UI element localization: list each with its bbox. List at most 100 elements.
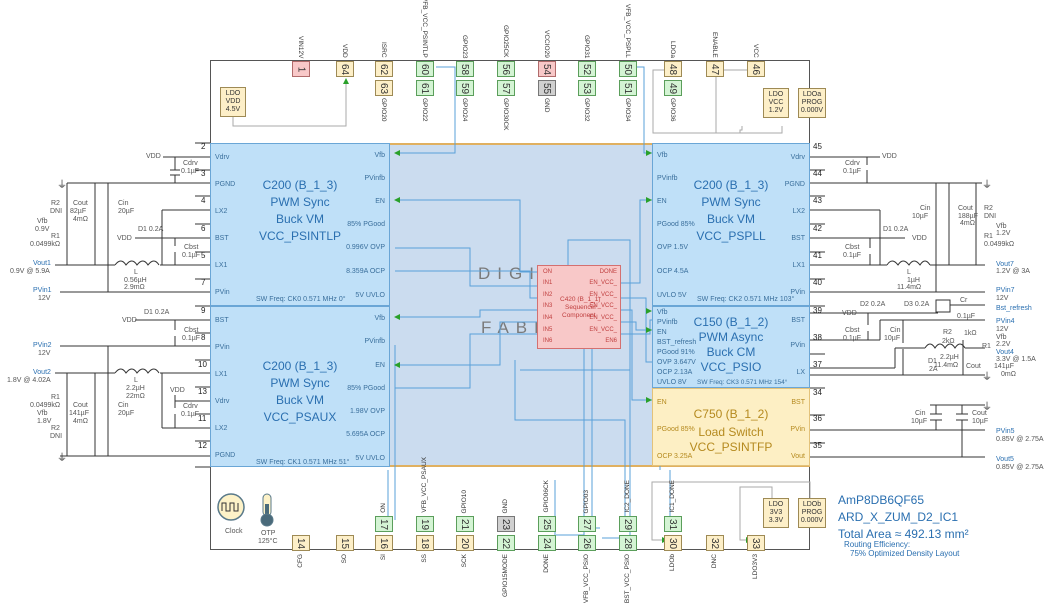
inductor-label: L	[134, 269, 138, 276]
pin-label: BST	[791, 399, 805, 406]
block-mode: PWM Sync	[701, 195, 761, 209]
pin-number: 41	[813, 251, 822, 260]
pin-label: 85% PGood	[347, 385, 385, 392]
pin-label: BST	[215, 235, 229, 242]
pin-number: 25	[541, 518, 553, 530]
pin-21[interactable]: 21	[456, 516, 474, 532]
block-vcc-psio[interactable]: C150 (B_1_2) PWM Async Buck CM VCC_PSIO …	[652, 306, 810, 388]
pin-62[interactable]: 62	[375, 61, 393, 77]
pin-number: 35	[813, 441, 822, 450]
pin-15[interactable]: 15	[336, 535, 354, 551]
cbst-value: 0.1µF	[843, 252, 862, 259]
block-title: C150 (B_1_2)	[693, 315, 769, 329]
pin-22[interactable]: 22	[497, 535, 515, 551]
pin-18[interactable]: 18	[416, 535, 434, 551]
cbst-value: 0.1µF	[182, 252, 201, 259]
vfb-value: 1.8V	[37, 418, 52, 425]
pin-64[interactable]: 64	[336, 61, 354, 77]
pin-58[interactable]: 58	[456, 61, 474, 77]
ground-icon: ⏚	[982, 372, 992, 383]
pin-14[interactable]: 14	[292, 535, 310, 551]
pin-24[interactable]: 24	[538, 535, 556, 551]
pin-49[interactable]: 49	[664, 80, 682, 96]
pin-32[interactable]: 32	[706, 535, 724, 551]
pin-19[interactable]: 19	[416, 516, 434, 532]
pin-54-label: VCCIO29	[543, 30, 550, 58]
pin-25[interactable]: 25	[538, 516, 556, 532]
pin-16[interactable]: 16	[375, 535, 393, 551]
pin-50[interactable]: 50	[619, 61, 637, 77]
block-vcc-psintfp[interactable]: C750 (B_1_2) Load Switch VCC_PSINTFP EN …	[652, 388, 810, 466]
cr-value: 0.1µF	[957, 313, 976, 320]
ldoa-prog-box[interactable]: LDOa PROG 0.000V	[798, 88, 826, 118]
block-vcc-pspll[interactable]: C200 (B_1_3) PWM Sync Buck VM VCC_PSPLL …	[652, 143, 810, 306]
pin-27[interactable]: 27	[578, 516, 596, 532]
pin-number: 62	[378, 63, 390, 75]
pin-30[interactable]: 30	[664, 535, 682, 551]
pin-51[interactable]: 51	[619, 80, 637, 96]
part-number: AmP8DB6QF65	[838, 493, 925, 507]
cin-label: Cin	[915, 410, 926, 417]
inductor-value: 0.56µH	[124, 277, 147, 284]
pvin5-label: PVin5	[996, 428, 1015, 435]
ldo-vdd-box[interactable]: LDO VDD 4.5V	[220, 87, 246, 117]
pin-label: PGood 85%	[657, 426, 695, 433]
seq-input: ON	[543, 269, 552, 275]
pin-23[interactable]: 23	[497, 516, 515, 532]
pin-number: 38	[813, 333, 822, 342]
pin-number: 51	[622, 82, 634, 94]
ldob-prog-box[interactable]: LDOb PROG 0.000V	[798, 498, 826, 528]
pin-label: BST	[791, 235, 805, 242]
pin-60[interactable]: 60	[416, 61, 434, 77]
pin-17[interactable]: 17	[375, 516, 393, 532]
pin-number: 30	[667, 537, 679, 549]
pin-number: 9	[201, 306, 206, 315]
cdrv-label: Cdrv	[183, 160, 198, 167]
ldo-3v3-box[interactable]: LDO 3V3 3.3V	[763, 498, 789, 528]
pin-31-label: IC1_DONE	[669, 480, 676, 513]
block-vcc-psaux[interactable]: C200 (B_1_3) PWM Sync Buck VM VCC_PSAUX …	[210, 306, 390, 467]
pin-46[interactable]: 46	[747, 61, 765, 77]
pin-number: 5	[201, 251, 206, 260]
pin-number: 37	[813, 360, 822, 369]
pin-28[interactable]: 28	[619, 535, 637, 551]
pin-52[interactable]: 52	[578, 61, 596, 77]
sequencer-block[interactable]: ON IN1 IN2 IN3 IN4 IN5 IN6 DONE EN_VCC_ …	[537, 265, 621, 349]
pin-number: 27	[581, 518, 593, 530]
cout-label: Cout	[972, 410, 987, 417]
pin-label: BST_refresh	[657, 339, 697, 346]
cout-value: 141µF	[69, 410, 89, 417]
pin-26[interactable]: 26	[578, 535, 596, 551]
d3-label: D3 0.2A	[904, 301, 930, 308]
pin-63[interactable]: 63	[375, 80, 393, 96]
pin-53[interactable]: 53	[578, 80, 596, 96]
pin-33[interactable]: 33	[747, 535, 765, 551]
pin-61[interactable]: 61	[416, 80, 434, 96]
pin-55[interactable]: 55	[538, 80, 556, 96]
pin-30-label: LDOb	[669, 554, 676, 571]
pin-19-label: VFB_VCC_PSAUX	[421, 457, 428, 513]
cout-value: 188µF	[958, 213, 978, 220]
pin-20[interactable]: 20	[456, 535, 474, 551]
pin-number: 50	[622, 63, 634, 75]
pin-56[interactable]: 56	[497, 61, 515, 77]
pin-47[interactable]: 47	[706, 61, 724, 77]
otp-label: OTP	[261, 530, 276, 537]
ldo-vcc-box[interactable]: LDO VCC 1.2V	[763, 88, 789, 118]
pin-label: Vout	[790, 453, 805, 460]
pin-number: 42	[813, 224, 822, 233]
pin-label: PGND	[215, 452, 236, 459]
pin-29[interactable]: 29	[619, 516, 637, 532]
pin-57[interactable]: 57	[497, 80, 515, 96]
pin-54[interactable]: 54	[538, 61, 556, 77]
pin-46-label: VCC	[752, 44, 759, 58]
pvin7-value: 12V	[996, 295, 1009, 302]
vdd-label: VDD	[122, 317, 137, 324]
pin-31[interactable]: 31	[664, 516, 682, 532]
cout-label: Cout	[73, 402, 88, 409]
pin-48[interactable]: 48	[664, 61, 682, 77]
block-vcc-psintlp[interactable]: C200 (B_1_3) PWM Sync Buck VM VCC_PSINTL…	[210, 143, 390, 306]
pvin4-value: 12V	[996, 326, 1009, 333]
pin-59[interactable]: 59	[456, 80, 474, 96]
pin-1[interactable]: 1	[292, 61, 310, 77]
